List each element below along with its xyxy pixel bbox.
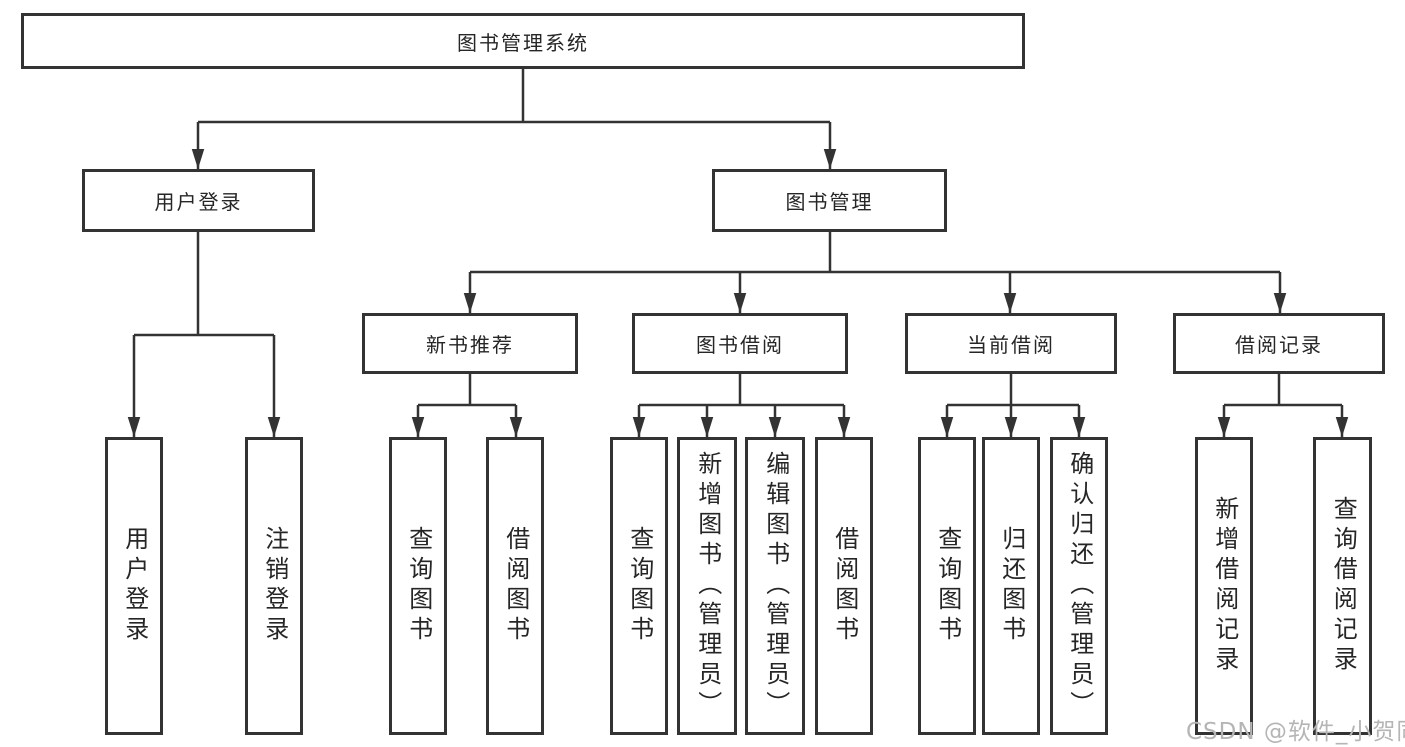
leaf-return-books: 归还图书 (982, 437, 1040, 735)
node-book-management: 图书管理 (712, 169, 947, 232)
leaf-borrow-books: 借阅图书 (815, 437, 873, 735)
node-current-borrowing: 当前借阅 (905, 313, 1117, 374)
node-borrow-records: 借阅记录 (1173, 313, 1385, 374)
node-new-book-recommend: 新书推荐 (362, 313, 578, 374)
node-user-login: 用户登录 (82, 169, 315, 232)
leaf-query-borrow-record: 查询借阅记录 (1313, 437, 1372, 735)
leaf-add-book-admin: 新增图书（管理员） (677, 437, 737, 735)
leaf-query-books-borrow: 查询图书 (610, 437, 668, 735)
node-root-system: 图书管理系统 (21, 13, 1025, 69)
leaf-add-borrow-record: 新增借阅记录 (1195, 437, 1253, 735)
node-book-borrowing: 图书借阅 (632, 313, 848, 374)
leaf-borrow-books-recommend: 借阅图书 (486, 437, 544, 735)
leaf-logout: 注销登录 (245, 437, 303, 735)
leaf-query-books-current: 查询图书 (918, 437, 976, 735)
leaf-query-books-recommend: 查询图书 (389, 437, 447, 735)
leaf-user-login: 用户登录 (105, 437, 163, 735)
csdn-watermark: CSDN @软件_小贺同学 (1186, 719, 1405, 745)
leaf-confirm-return-admin: 确认归还（管理员） (1050, 437, 1108, 735)
leaf-edit-book-admin: 编辑图书（管理员） (745, 437, 805, 735)
